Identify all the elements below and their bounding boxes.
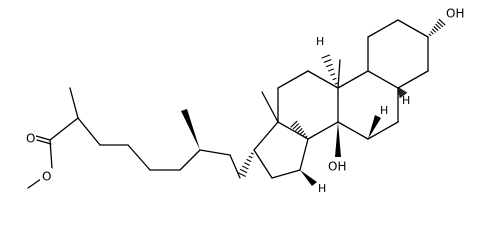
hash-stroke bbox=[431, 28, 437, 33]
hash-stroke bbox=[435, 23, 441, 30]
hash-stroke bbox=[430, 30, 434, 35]
hash-stroke bbox=[299, 130, 305, 135]
hash-stroke bbox=[398, 90, 405, 96]
bond bbox=[253, 121, 279, 151]
hash-stroke bbox=[397, 89, 403, 93]
hash-stroke bbox=[428, 33, 432, 37]
hash-stroke bbox=[290, 120, 298, 128]
skeleton-bonds bbox=[27, 19, 429, 189]
wedge-bond bbox=[181, 109, 200, 150]
bond bbox=[36, 139, 52, 145]
hash-stroke bbox=[397, 88, 402, 92]
hash-stroke bbox=[399, 91, 408, 99]
oh-3-label: OH bbox=[446, 7, 464, 21]
atom-labels: OH OH O O H H H H bbox=[24, 5, 466, 195]
bond bbox=[271, 169, 301, 179]
bond bbox=[307, 121, 339, 140]
hash-stroke bbox=[241, 165, 249, 170]
carbonyl-oxygen-label: O bbox=[26, 132, 35, 146]
hash-stroke bbox=[330, 73, 336, 76]
stereo-hashes bbox=[229, 18, 446, 179]
hash-stroke bbox=[244, 162, 250, 166]
label-background bbox=[24, 130, 36, 146]
hash-stroke bbox=[438, 18, 446, 26]
hash-stroke bbox=[295, 125, 301, 132]
wedge-bond bbox=[300, 170, 317, 186]
bond bbox=[367, 121, 399, 140]
bond bbox=[35, 135, 51, 141]
hash-stroke bbox=[304, 135, 308, 139]
bond bbox=[367, 70, 399, 89]
hash-stroke bbox=[302, 132, 306, 137]
stereo-wedges bbox=[181, 109, 381, 186]
hash-stroke bbox=[397, 87, 401, 91]
label-background bbox=[444, 5, 466, 21]
hash-stroke bbox=[433, 26, 439, 31]
bond bbox=[229, 154, 241, 179]
bond bbox=[179, 149, 201, 171]
hash-stroke bbox=[297, 128, 303, 133]
bond bbox=[337, 70, 369, 89]
label-background bbox=[40, 168, 52, 184]
bond bbox=[27, 178, 42, 189]
structure-diagram: OH OH O O H H H H bbox=[24, 5, 466, 195]
bond bbox=[127, 144, 151, 171]
bond bbox=[367, 19, 399, 38]
bond bbox=[261, 91, 279, 123]
h-5-label: H bbox=[402, 94, 410, 107]
hash-stroke bbox=[332, 77, 337, 81]
bond bbox=[77, 117, 101, 146]
methoxy-oxygen-label: O bbox=[42, 170, 51, 184]
hash-stroke bbox=[328, 68, 334, 72]
bond bbox=[397, 70, 429, 89]
bond bbox=[299, 138, 309, 171]
hash-stroke bbox=[239, 168, 248, 174]
bond bbox=[337, 121, 369, 140]
h-8-label: H bbox=[380, 104, 388, 117]
hash-stroke bbox=[250, 152, 254, 155]
hash-stroke bbox=[321, 54, 331, 59]
hash-stroke bbox=[398, 89, 404, 95]
bond bbox=[307, 70, 339, 89]
h-14-label: H bbox=[318, 182, 326, 195]
label-background bbox=[326, 158, 348, 174]
bond bbox=[199, 149, 231, 156]
hash-stroke bbox=[237, 171, 247, 178]
hash-stroke bbox=[436, 21, 444, 28]
bond bbox=[337, 59, 341, 89]
hash-stroke bbox=[246, 158, 252, 163]
bond bbox=[253, 149, 273, 179]
hash-stroke bbox=[325, 63, 333, 68]
hash-stroke bbox=[248, 155, 253, 159]
wedge-bond bbox=[335, 122, 341, 157]
bond bbox=[277, 70, 309, 89]
bond bbox=[69, 87, 79, 119]
oh-7-label: OH bbox=[328, 160, 346, 174]
hash-stroke bbox=[398, 91, 407, 97]
wedge-bond bbox=[368, 115, 381, 139]
bond bbox=[49, 117, 79, 141]
bond bbox=[397, 19, 429, 38]
bond bbox=[49, 139, 53, 169]
h-9-label: H bbox=[316, 35, 324, 48]
hash-stroke bbox=[292, 123, 300, 130]
hash-stroke bbox=[323, 59, 332, 63]
hash-stroke bbox=[334, 82, 338, 85]
